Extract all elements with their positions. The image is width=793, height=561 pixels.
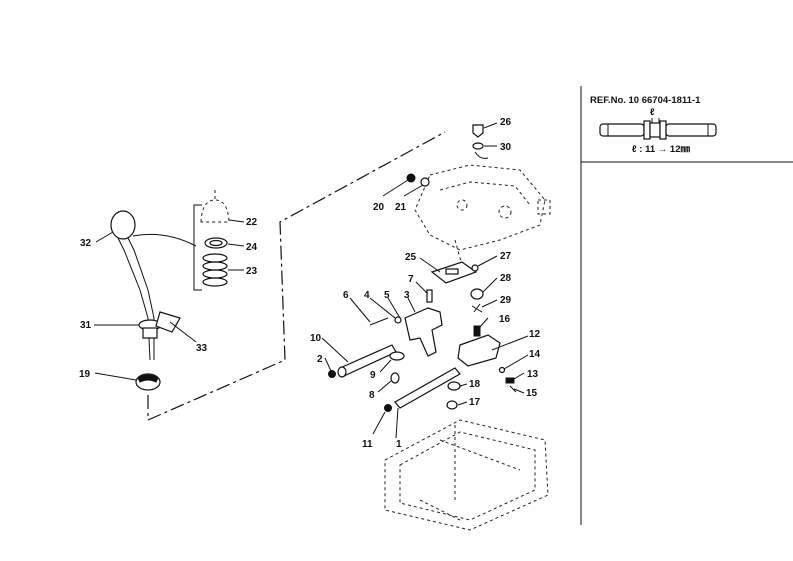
part-label-25: 25 <box>405 252 417 263</box>
part-label-22: 22 <box>246 217 258 228</box>
part-label-30: 30 <box>500 142 512 153</box>
part-label-14: 14 <box>529 349 541 360</box>
connection-lines <box>147 131 446 421</box>
part-label-10: 10 <box>310 333 322 344</box>
part-label-28: 28 <box>500 273 512 284</box>
part-label-26: 26 <box>500 117 512 128</box>
dim-note: ℓ : 11 → 12㎜ <box>632 144 690 155</box>
part-label-12: 12 <box>529 329 541 340</box>
part-label-11: 11 <box>362 439 373 450</box>
part-label-15: 15 <box>526 388 538 399</box>
ref-number: REF.No. 10 66704-1811-1 <box>590 95 701 106</box>
leader-lines <box>94 122 529 439</box>
part-label-13: 13 <box>527 369 539 380</box>
part-label-20: 20 <box>373 202 385 213</box>
adjust-rod-illustration <box>599 118 717 140</box>
boot-stack <box>200 190 230 287</box>
dim-symbol: ℓ <box>650 107 655 118</box>
part-label-33: 33 <box>196 343 208 354</box>
part-label-16: 16 <box>499 314 511 325</box>
part-label-7: 7 <box>408 274 414 285</box>
part-label-19: 19 <box>79 369 91 380</box>
part-label-4: 4 <box>364 290 370 301</box>
shift-parts <box>328 124 517 412</box>
part-label-21: 21 <box>395 202 407 213</box>
part-label-18: 18 <box>469 379 481 390</box>
part-label-2: 2 <box>317 354 323 365</box>
transmission-case <box>384 164 551 531</box>
part-label-6: 6 <box>343 290 349 301</box>
part-label-29: 29 <box>500 295 512 306</box>
shift-lever-assembly <box>110 210 197 391</box>
part-label-9: 9 <box>370 370 376 381</box>
part-label-3: 3 <box>404 290 410 301</box>
part-label-27: 27 <box>500 251 512 262</box>
part-label-23: 23 <box>246 266 258 277</box>
part-label-1: 1 <box>396 439 402 450</box>
part-label-32: 32 <box>80 238 92 249</box>
reference-panel: REF.No. 10 66704-1811-1 ℓ ℓ : 11 → 12㎜ <box>580 86 793 525</box>
part-label-24: 24 <box>246 242 258 253</box>
part-label-17: 17 <box>469 397 481 408</box>
part-labels: 1 2 3 4 5 6 7 8 9 10 11 12 13 14 15 16 1… <box>79 117 541 450</box>
part-label-8: 8 <box>369 390 375 401</box>
part-label-5: 5 <box>384 290 390 301</box>
part-label-31: 31 <box>80 320 92 331</box>
